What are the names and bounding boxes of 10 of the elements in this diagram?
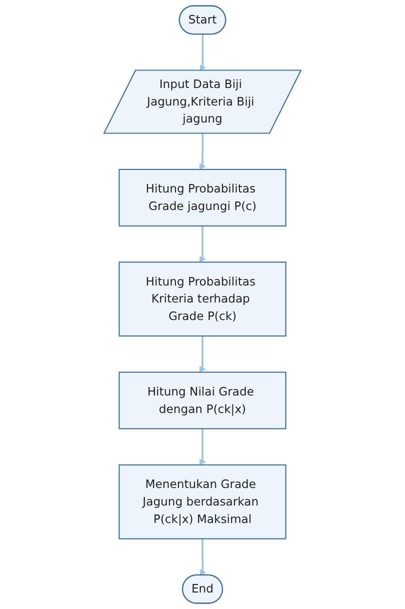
arrow (199, 428, 206, 466)
node-box: Menentukan Grade Jagung berdasarkan P(ck|x) Maksimal (118, 464, 286, 540)
arrow (199, 132, 206, 170)
arrow (199, 335, 206, 372)
node-box: Hitung Nilai Grade dengan P(ck|x) (118, 372, 286, 430)
node-box: Hitung Probabilitas Kriteria terhadap Grade P(ck) (118, 262, 286, 337)
node-box: Hitung Probabilitas Grade jagungi P(c) (118, 168, 286, 226)
arrow (199, 225, 206, 262)
arrow (200, 538, 206, 576)
arrow (200, 34, 206, 71)
